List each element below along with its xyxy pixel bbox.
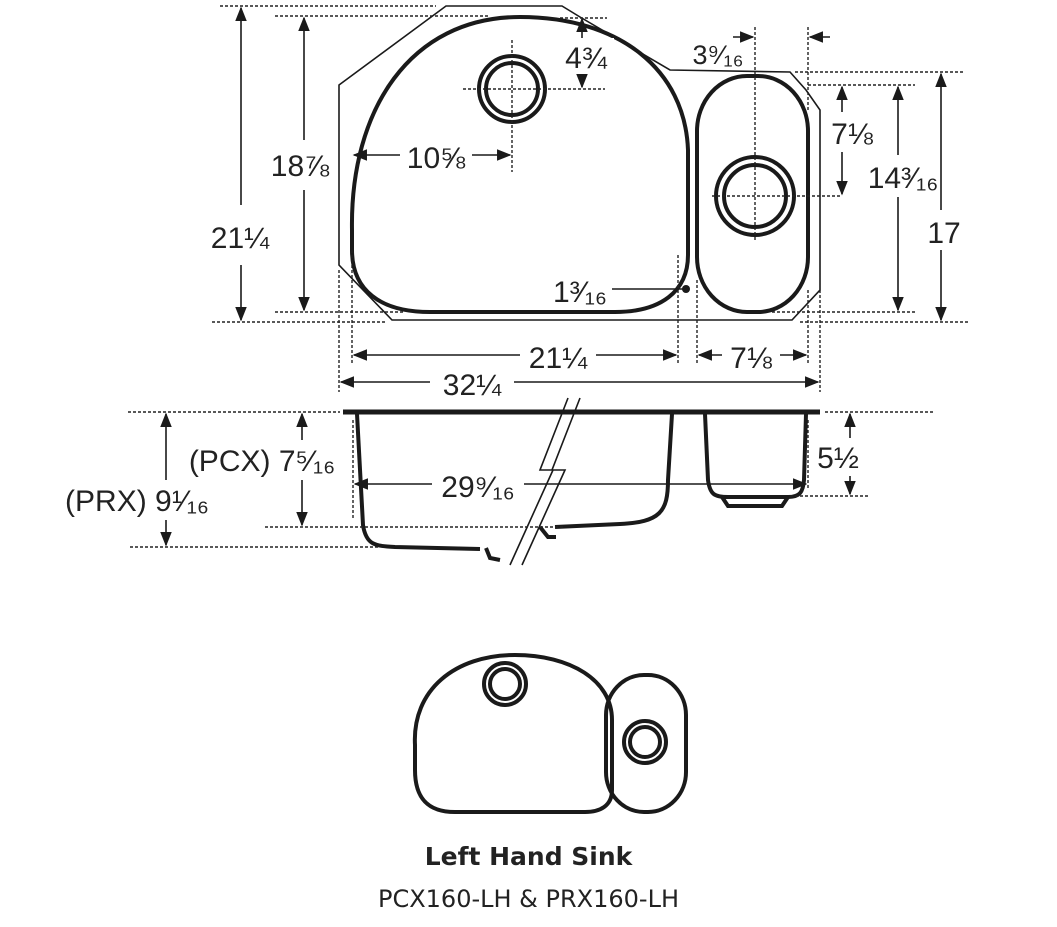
- side-view: (PCX) 7⁵⁄₁₆ (PRX) 9¹⁄₁₆ 29⁹⁄₁₆ 5½: [65, 397, 935, 566]
- break-line: [509, 397, 581, 566]
- small-depth-label: 5½: [817, 442, 859, 475]
- caption-models: PCX160-LH & PRX160-LH: [377, 885, 679, 913]
- large-bowl: [349, 14, 690, 314]
- right-side-depth-label: 17: [927, 217, 960, 250]
- caption-title: Left Hand Sink: [424, 842, 633, 871]
- thumb-small-bowl: [604, 673, 688, 814]
- small-bowl-width-label: 7⅛: [730, 342, 773, 375]
- pcx-depth-label: (PCX) 7⁵⁄₁₆: [189, 445, 335, 478]
- small-bowl-depth-label: 14³⁄₁₆: [868, 162, 939, 195]
- small-bowl: [695, 74, 810, 314]
- large-bowl-width-label: 21¼: [529, 342, 588, 375]
- drain-from-back-label: 4¾: [565, 42, 608, 75]
- orientation-thumbnail: [412, 652, 688, 814]
- sink-rim-outline: [338, 5, 821, 321]
- corner-radius-label: 1³⁄₁₆: [553, 276, 607, 309]
- overall-depth-label: 21¼: [211, 222, 270, 255]
- small-drain-from-back-label: 7⅛: [831, 118, 874, 151]
- side-extension-lines: [128, 411, 935, 548]
- prx-depth-label: (PRX) 9¹⁄₁₆: [65, 485, 209, 518]
- top-view: 21¼ 18⅞ 10⅝ 4¾ 3⁹⁄₁₆ 7⅛ 14³⁄₁₆ 17 1³⁄₁₆ …: [205, 5, 968, 402]
- bowl-depth-label: 18⅞: [271, 150, 330, 183]
- extension-lines: [212, 5, 968, 392]
- thumb-large-bowl: [412, 652, 614, 814]
- drain-from-left-label: 10⅝: [407, 142, 466, 175]
- overall-width-label: 32¼: [443, 369, 502, 402]
- small-drain-offset-label: 3⁹⁄₁₆: [692, 40, 743, 70]
- bowl-span-label: 29⁹⁄₁₆: [441, 471, 514, 504]
